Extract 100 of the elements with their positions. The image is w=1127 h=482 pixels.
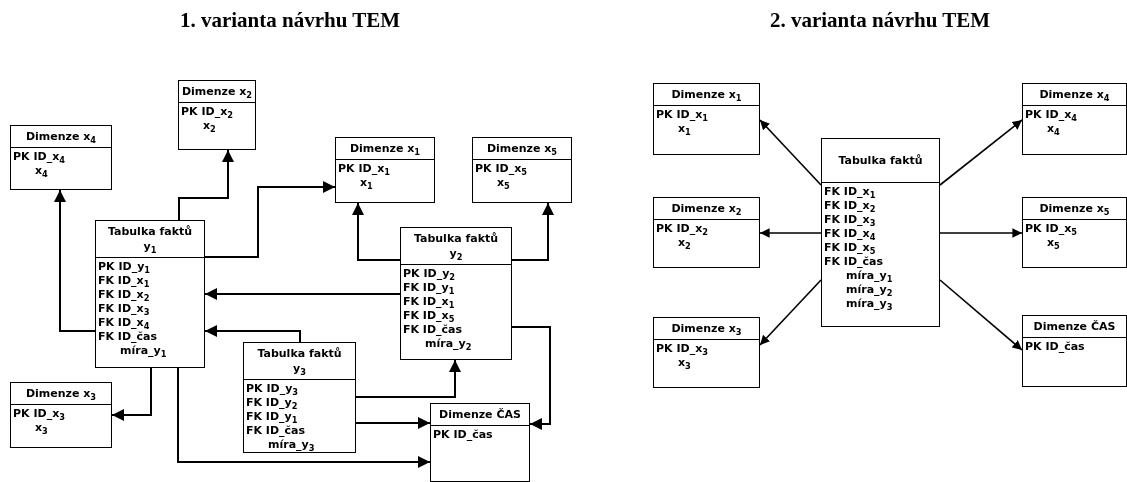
field-row-text: FK ID_x$_{1}$ bbox=[823, 185, 877, 199]
field-row-text: FK ID_čas bbox=[245, 424, 307, 438]
field-row-text: PK ID_x$_{5}$ bbox=[474, 162, 528, 176]
field-row-text: PK ID_x$_{4}$ bbox=[12, 150, 66, 164]
field-row-text: FK ID_x$_{4}$ bbox=[823, 227, 877, 241]
field-row-text: míra_y$_{2}$ bbox=[845, 283, 894, 297]
table-box bbox=[653, 83, 760, 155]
table-title: Dimenze x$_{2}$ bbox=[180, 84, 254, 102]
field-row-text: PK ID_x$_{1}$ bbox=[655, 108, 709, 122]
table-title: Dimenze ČAS bbox=[438, 407, 522, 423]
arrow bbox=[204, 325, 301, 343]
arrow bbox=[204, 181, 336, 258]
arrow bbox=[511, 202, 554, 261]
table-box bbox=[821, 138, 940, 327]
table-box bbox=[178, 80, 256, 150]
field-row-text: FK ID_y$_{1}$ bbox=[245, 410, 299, 424]
table-title: Tabulka faktů y$_{3}$ bbox=[256, 346, 343, 379]
field-row-text: FK ID_x$_{2}$ bbox=[97, 288, 151, 302]
field-row-text: FK ID_x$_{1}$ bbox=[402, 295, 456, 309]
field-row-text: x$_{2}$ bbox=[202, 119, 217, 133]
arrow bbox=[178, 149, 234, 221]
arrow bbox=[759, 279, 822, 346]
table-title: Tabulka faktů bbox=[837, 153, 924, 169]
arrow bbox=[355, 359, 461, 398]
table-title: Dimenze x$_{1}$ bbox=[670, 87, 743, 105]
table-box bbox=[472, 137, 572, 203]
field-row-text: FK ID_x$_{5}$ bbox=[402, 309, 456, 323]
field-row-text: PK ID_y$_{3}$ bbox=[245, 382, 300, 396]
arrow bbox=[204, 288, 401, 300]
table-title: Dimenze x$_{5}$ bbox=[485, 141, 559, 159]
table-box bbox=[1022, 197, 1127, 268]
table-box bbox=[243, 342, 356, 453]
field-row-text: FK ID_x$_{3}$ bbox=[823, 213, 877, 227]
arrow bbox=[352, 202, 401, 261]
table-box bbox=[10, 382, 112, 448]
field-row-text: míra_y$_{3}$ bbox=[267, 438, 316, 452]
arrow bbox=[939, 279, 1023, 351]
arrow bbox=[355, 417, 431, 429]
field-row-text: FK ID_x$_{5}$ bbox=[823, 241, 877, 255]
field-row-text: PK ID_x$_{3}$ bbox=[12, 407, 66, 421]
arrow bbox=[759, 119, 822, 186]
arrow bbox=[177, 367, 431, 468]
table-box bbox=[653, 317, 760, 388]
table-title: Tabulka faktů y$_{2}$ bbox=[412, 231, 500, 264]
field-row-text: x$_{1}$ bbox=[677, 122, 692, 136]
table-title: Tabulka faktů y$_{1}$ bbox=[106, 224, 194, 257]
table-title: Dimenze x$_{1}$ bbox=[348, 141, 422, 159]
field-row-text: FK ID_y$_{2}$ bbox=[245, 396, 299, 410]
field-row-text: FK ID_x$_{4}$ bbox=[97, 316, 151, 330]
field-row-text: PK ID_y$_{2}$ bbox=[402, 267, 457, 281]
field-row-text: x$_{3}$ bbox=[677, 356, 692, 370]
table-box bbox=[430, 403, 530, 482]
arrow bbox=[111, 367, 152, 421]
field-row-text: PK ID_čas bbox=[432, 428, 494, 442]
table-box bbox=[335, 137, 435, 203]
field-row-text: PK ID_x$_{3}$ bbox=[655, 342, 709, 356]
table-title: Dimenze ČAS bbox=[1032, 319, 1117, 335]
field-row-text: x$_{2}$ bbox=[677, 236, 692, 250]
field-row-text: x$_{4}$ bbox=[34, 164, 49, 178]
table-title: Dimenze x$_{3}$ bbox=[24, 386, 98, 404]
table-box bbox=[95, 220, 205, 368]
field-row-text: FK ID_x$_{2}$ bbox=[823, 199, 877, 213]
field-row-text: PK ID_x$_{1}$ bbox=[337, 162, 391, 176]
table-title: Dimenze x$_{2}$ bbox=[670, 201, 743, 219]
field-row-text: míra_y$_{1}$ bbox=[845, 269, 894, 283]
arrow bbox=[54, 189, 96, 332]
table-box bbox=[1022, 315, 1127, 387]
field-row-text: FK ID_y$_{1}$ bbox=[402, 281, 456, 295]
field-row-text: FK ID_čas bbox=[402, 323, 464, 337]
arrow bbox=[939, 228, 1023, 238]
arrow bbox=[939, 119, 1023, 186]
field-row-text: míra_y$_{3}$ bbox=[845, 297, 894, 311]
field-row-text: FK ID_čas bbox=[97, 330, 159, 344]
field-row-text: FK ID_x$_{1}$ bbox=[97, 274, 151, 288]
field-row-text: FK ID_x$_{3}$ bbox=[97, 302, 151, 316]
field-row-text: PK ID_x$_{2}$ bbox=[180, 105, 234, 119]
field-row-text: PK ID_čas bbox=[1024, 340, 1086, 354]
field-row-text: PK ID_x$_{5}$ bbox=[1024, 222, 1078, 236]
field-row-text: FK ID_čas bbox=[823, 255, 885, 269]
field-row-text: x$_{5}$ bbox=[496, 176, 511, 190]
table-title: Dimenze x$_{5}$ bbox=[1038, 201, 1111, 219]
diagram-heading: 2. varianta návrhu TEM bbox=[769, 8, 991, 33]
table-title: Dimenze x$_{4}$ bbox=[24, 129, 98, 147]
arrow bbox=[511, 326, 551, 430]
table-title: Dimenze x$_{3}$ bbox=[670, 321, 743, 339]
field-row-text: PK ID_x$_{2}$ bbox=[655, 222, 709, 236]
field-row-text: PK ID_x$_{4}$ bbox=[1024, 108, 1078, 122]
field-row-text: PK ID_y$_{1}$ bbox=[97, 260, 152, 274]
field-row-text: x$_{4}$ bbox=[1046, 122, 1061, 136]
diagram-heading: 1. varianta návrhu TEM bbox=[179, 8, 401, 33]
field-row-text: míra_y$_{2}$ bbox=[424, 337, 473, 351]
field-row-text: x$_{3}$ bbox=[34, 421, 49, 435]
field-row-text: míra_y$_{1}$ bbox=[119, 344, 168, 358]
table-box bbox=[1022, 83, 1127, 155]
field-row-text: x$_{1}$ bbox=[359, 176, 374, 190]
table-box bbox=[653, 197, 760, 268]
field-row-text: x$_{5}$ bbox=[1046, 236, 1061, 250]
arrow bbox=[759, 228, 822, 238]
table-box bbox=[400, 227, 512, 360]
table-box bbox=[10, 125, 112, 190]
